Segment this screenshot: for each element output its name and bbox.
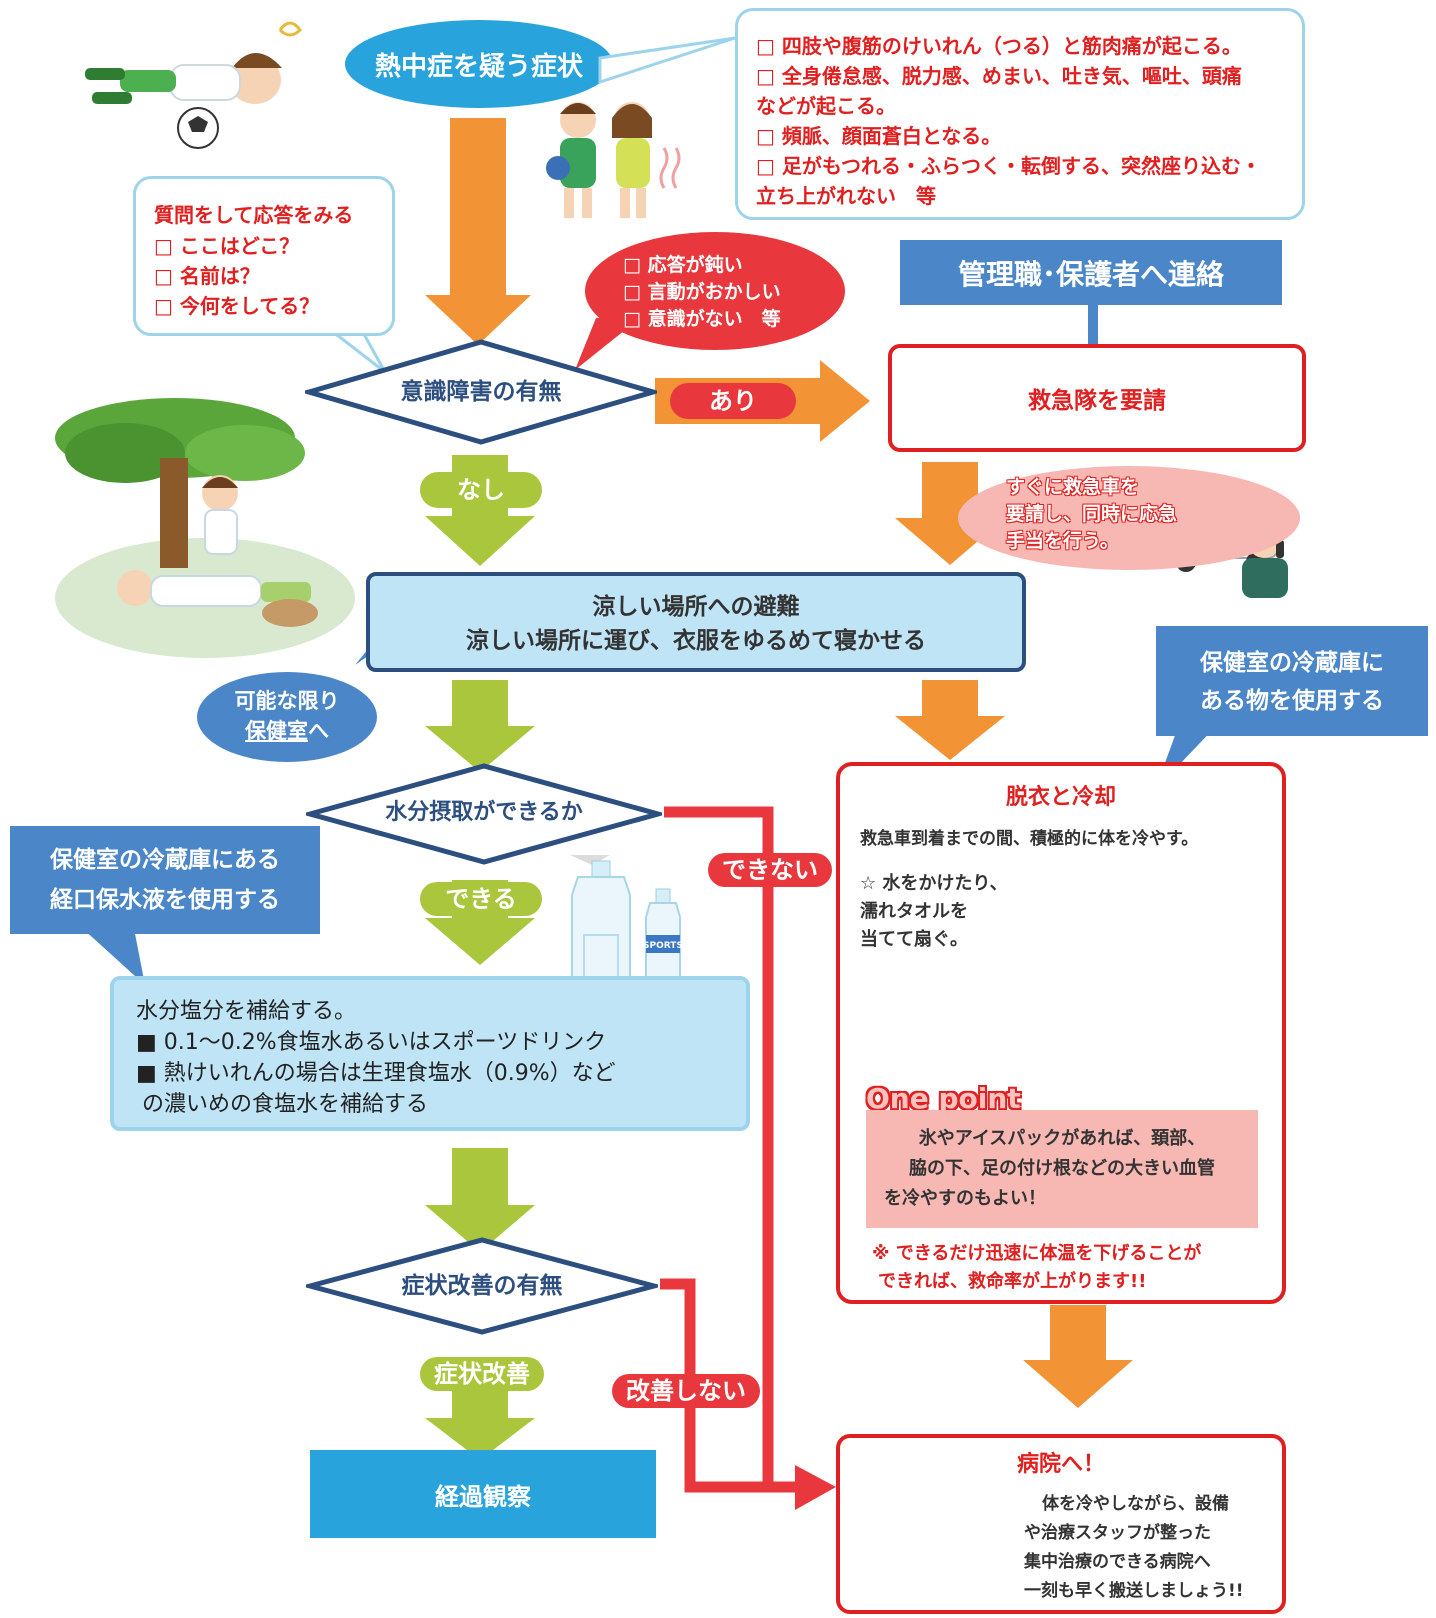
label-none-pill: なし: [420, 472, 542, 508]
label-not-improved-pill: 改善しない: [612, 1374, 760, 1408]
evacuate-title: 涼しい場所への避難: [592, 594, 800, 620]
hospital-line: や治療スタッフが整った: [1024, 1523, 1211, 1543]
cooling-method-line: 濡れタオルを: [860, 901, 968, 922]
label-improved-pill: 症状改善: [420, 1357, 544, 1391]
ambulance-note: すぐに救急車を 要請し、同時に応急 手当を行う。: [958, 466, 1300, 570]
hydrate-line: の濃いめの食塩水を補給する: [142, 1092, 429, 1117]
red-arrowhead-hospital: [795, 1465, 836, 1510]
cooling-note-line: できれば、救命率が上がります!!: [878, 1271, 1147, 1292]
one-point-text: One point: [866, 1082, 1021, 1115]
one-point-label: One point: [866, 1082, 1021, 1115]
hospital-title: 病院へ！: [1016, 1452, 1105, 1477]
children-icon: [546, 102, 681, 218]
fridge-note-right: 保健室の冷蔵庫に ある物を使用する: [1156, 626, 1428, 736]
hydrate-line: 水分塩分を補給する。: [136, 999, 357, 1024]
question-item: □ ここはどこ？: [154, 234, 300, 258]
one-point-line: 脇の下、足の付け根などの大きい血管: [909, 1158, 1215, 1179]
decision-water-diamond: [306, 763, 662, 865]
decision-consciousness-label: 意識障害の有無: [400, 379, 562, 405]
call-ambulance-box: 救急隊を要請: [888, 344, 1306, 452]
symptom-line: □ 四肢や腹筋のけいれん（つる）と筋肉痛が起こる。: [756, 34, 1242, 58]
symptom-line: などが起こる。: [756, 94, 896, 118]
fridge-note-left-line: 経口保水液を使用する: [50, 887, 280, 913]
question-item: □ 今何をしてる？: [154, 294, 320, 318]
contact-label: 管理職･保護者へ連絡: [957, 257, 1224, 291]
hospital-box: 病院へ！ 体を冷やしながら、設備 や治療スタッフが整った 集中治療のできる病院へ…: [836, 1434, 1286, 1614]
observe-label: 経過観察: [435, 1482, 531, 1511]
response-item: □ 意識がない 等: [623, 308, 781, 330]
symptoms-box: □ 四肢や腹筋のけいれん（つる）と筋肉痛が起こる。 □ 全身倦怠感、脱力感、めま…: [735, 8, 1305, 220]
fridge-note-right-line: 保健室の冷蔵庫に: [1200, 650, 1384, 676]
question-title: 質問をして応答をみる: [154, 203, 354, 227]
green-arrow-down-2: [425, 680, 535, 772]
symptom-line: □ 足がもつれる・ふらつく・転倒する、突然座り込む・: [756, 154, 1262, 178]
hospital-line: 体を冷やしながら、設備: [1042, 1494, 1229, 1514]
decision-improve-diamond: [306, 1237, 658, 1335]
red-line-cannot: [664, 806, 774, 1487]
cooling-method-line: 当てて扇ぐ。: [860, 929, 968, 950]
symptom-line: □ 全身倦怠感、脱力感、めまい、吐き気、嘔吐、頭痛: [756, 64, 1242, 88]
decision-improve-label: 症状改善の有無: [401, 1273, 563, 1299]
green-arrow-down-4: [425, 1148, 535, 1252]
cooling-subtitle: 救急車到着までの間、積極的に体を冷やす。: [860, 829, 1199, 849]
response-item: □ 言動がおかしい: [623, 281, 781, 303]
evacuate-detail: 涼しい場所に運び、衣服をゆるめて寝かせる: [466, 628, 926, 654]
start-symptoms-ellipse: 熱中症を疑う症状: [345, 20, 613, 108]
label-can-pill: できる: [420, 882, 542, 916]
tree-rest-icon: [55, 398, 355, 658]
one-point-box: 氷やアイスパックがあれば、頚部、 脇の下、足の付け根などの大きい血管 を冷やすの…: [866, 1110, 1258, 1228]
fridge-note-left: 保健室の冷蔵庫にある 経口保水液を使用する: [10, 826, 320, 934]
ambulance-note-line: 要請し、同時に応急: [1006, 503, 1178, 525]
observe-box: 経過観察: [310, 1450, 656, 1538]
orange-arrow-down-3: [895, 680, 1005, 760]
cooling-method-line: ☆ 水をかけたり、: [860, 873, 1008, 894]
orange-arrow-down-1: [425, 118, 531, 345]
cooling-note-line: ※ できるだけ迅速に体温を下げることが: [872, 1243, 1202, 1264]
hospital-line: 集中治療のできる病院へ: [1024, 1552, 1211, 1572]
health-room-suffix: へ: [308, 719, 329, 743]
call-ambulance-label: 救急隊を要請: [1028, 388, 1166, 414]
hydrate-line: ■ 0.1〜0.2%食塩水あるいはスポーツドリンク: [136, 1030, 607, 1055]
symptom-line: □ 頻脈、顔面蒼白となる。: [756, 124, 1002, 148]
fainted-boy-icon: [85, 21, 302, 149]
cooling-note: ※ できるだけ迅速に体温を下げることが できれば、救命率が上がります!!: [872, 1240, 1272, 1296]
hydrate-line: ■ 熱けいれんの場合は生理食塩水（0.9%）など: [136, 1061, 616, 1086]
health-room-link[interactable]: 保健室: [245, 719, 308, 743]
hospital-line: 一刻も早く搬送しましょう!!: [1024, 1581, 1244, 1601]
decision-water-label: 水分摂取ができるか: [385, 800, 583, 825]
cooling-title: 脱衣と冷却: [1005, 785, 1116, 810]
one-point-line: 氷やアイスパックがあれば、頚部、: [918, 1128, 1206, 1149]
health-room-line1: 可能な限り: [234, 689, 340, 713]
start-label: 熱中症を疑う症状: [374, 51, 583, 82]
label-yes-pill: あり: [670, 383, 796, 419]
response-item: □ 応答が鈍い: [623, 254, 743, 276]
decision-consciousness-diamond: [305, 339, 657, 445]
question-item: □ 名前は？: [154, 264, 260, 288]
ambulance-note-line: 手当を行う。: [1006, 530, 1119, 552]
fridge-note-left-line: 保健室の冷蔵庫にある: [50, 847, 280, 873]
contact-box: 管理職･保護者へ連絡: [900, 240, 1282, 305]
orange-arrow-down-4: [1023, 1305, 1133, 1408]
one-point-line: を冷やすのもよい！: [884, 1188, 1046, 1209]
fridge-note-right-line: ある物を使用する: [1200, 688, 1384, 714]
evacuate-box: 涼しい場所への避難 涼しい場所に運び、衣服をゆるめて寝かせる: [366, 572, 1026, 672]
health-room-bubble: 可能な限り 保健室へ: [197, 672, 377, 762]
ambulance-note-line: すぐに救急車を: [1006, 476, 1140, 498]
label-cannot-pill: できない: [708, 853, 832, 887]
question-bubble: 質問をして応答をみる □ ここはどこ？ □ 名前は？ □ 今何をしてる？: [133, 176, 395, 336]
hydrate-box: 水分塩分を補給する。 ■ 0.1〜0.2%食塩水あるいはスポーツドリンク ■ 熱…: [110, 976, 750, 1131]
bottle-label: SPORTS: [643, 941, 683, 951]
response-bubble: □ 応答が鈍い □ 言動がおかしい □ 意識がない 等: [585, 232, 845, 350]
symptom-line: 立ち上がれない 等: [756, 184, 936, 208]
